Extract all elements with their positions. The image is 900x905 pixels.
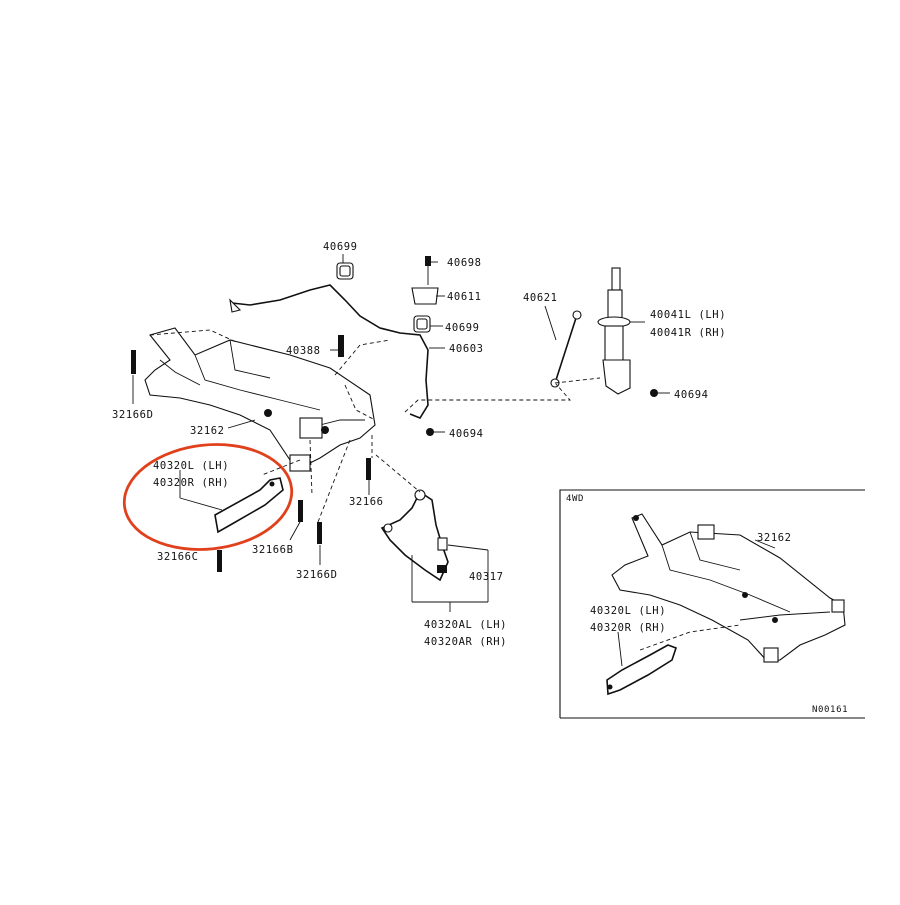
label-40320L: 40320L (LH) (153, 460, 229, 472)
leader-lines (132, 254, 670, 612)
label-32166D-left: 32166D (112, 409, 154, 421)
label-32166C: 32166C (157, 551, 199, 563)
crossmember-bolt-32166D-bottom[interactable] (317, 522, 322, 544)
stabilizer-bracket[interactable] (411, 256, 439, 305)
inset-label-40320L: 40320L (LH) (590, 605, 666, 617)
ball-joint[interactable] (437, 537, 448, 573)
crossmember-bolt-32166B[interactable] (298, 500, 303, 522)
label-40699-mid: 40699 (445, 322, 480, 334)
stabilizer-bushing-upper[interactable] (336, 262, 354, 280)
inset-code: N00161 (812, 705, 848, 715)
inset-crossmember[interactable] (611, 513, 846, 663)
label-40698: 40698 (447, 257, 482, 269)
label-32166: 32166 (349, 496, 384, 508)
label-40041R: 40041R (RH) (650, 327, 726, 339)
label-40603: 40603 (449, 343, 484, 355)
strut-assembly[interactable] (597, 267, 658, 397)
stabilizer-link[interactable] (550, 310, 582, 388)
crossmember-bolt-32166C[interactable] (217, 550, 222, 572)
crossmember-bolt-40388[interactable] (338, 335, 344, 357)
inset-label-32162: 32162 (757, 532, 792, 544)
label-40320AR: 40320AR (RH) (424, 636, 507, 648)
label-40621: 40621 (523, 292, 558, 304)
label-40041L: 40041L (LH) (650, 309, 726, 321)
crossmember-bolt-32166[interactable] (366, 458, 371, 480)
label-32166B: 32166B (252, 544, 294, 556)
stabilizer-nut-lower[interactable] (426, 428, 434, 436)
inset-frame (559, 489, 865, 719)
rear-brace[interactable] (214, 477, 284, 534)
inset-rear-brace[interactable] (606, 644, 678, 696)
stabilizer-bar[interactable] (229, 284, 429, 419)
label-40694-right: 40694 (674, 389, 709, 401)
label-32162: 32162 (190, 425, 225, 437)
inset-label-40320R: 40320R (RH) (590, 622, 666, 634)
lower-arm[interactable] (380, 489, 449, 582)
inset-4wd: 4WD 32162 40320L (LH) 40320R (RH) N00161 (559, 489, 865, 719)
label-40388: 40388 (286, 345, 321, 357)
label-40320R: 40320R (RH) (153, 477, 229, 489)
stabilizer-bushing-lower[interactable] (413, 315, 431, 333)
label-40317: 40317 (469, 571, 504, 583)
label-40320AL: 40320AL (LH) (424, 619, 507, 631)
label-40694-left: 40694 (449, 428, 484, 440)
inset-title: 4WD (566, 494, 584, 504)
highlight-circle (122, 443, 294, 551)
front-crossmember[interactable] (144, 327, 376, 472)
label-40611: 40611 (447, 291, 482, 303)
label-40699-top: 40699 (323, 241, 358, 253)
crossmember-bolt-left[interactable] (131, 350, 136, 374)
label-32166D-bottom: 32166D (296, 569, 338, 581)
